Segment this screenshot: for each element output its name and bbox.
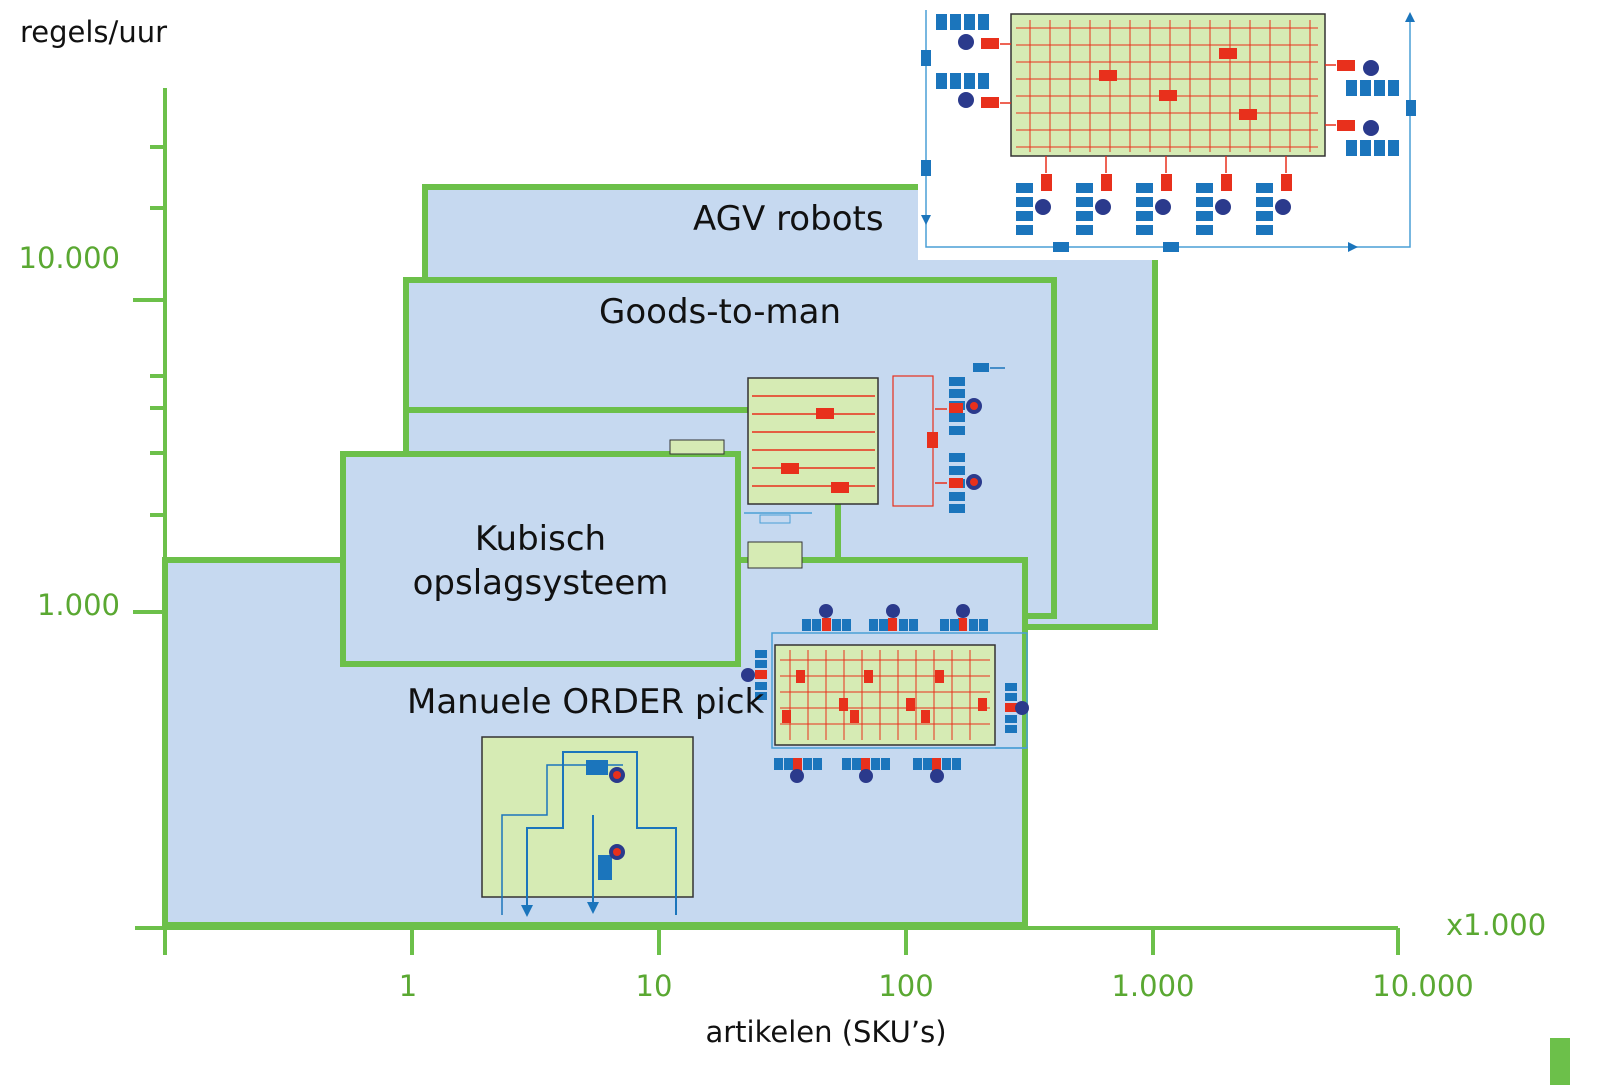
carrier-icon [949,478,963,488]
x-axis-title: artikelen (SKU’s) [705,1015,947,1049]
region-title-kubisch-line2: opslagsysteem [412,563,669,603]
picker-icon [1275,199,1291,215]
picker-icon [956,604,970,618]
x-axis-unit: x1.000 [1446,908,1547,942]
agv-illustration [918,6,1426,260]
region-kubisch-opslagsysteem [340,451,741,667]
picker-icon [1363,60,1379,76]
carrier-icon [781,463,799,474]
axes [133,88,1400,955]
picker-icon [1035,199,1051,215]
x-tick-label: 100 [878,969,934,1003]
picker-icon [819,604,833,618]
picker-icon [886,604,900,618]
x-tick-label: 1 [398,969,418,1003]
slide-corner-marker [1550,1038,1570,1085]
y-axis-title: regels/uur [20,15,167,49]
x-tick-label: 1.000 [1111,969,1195,1003]
carrier-icon [816,408,834,419]
y-tick-label: 10.000 [18,241,120,275]
carrier-icon [949,403,963,413]
manual-pick-illustration [481,736,694,917]
region-title-manuele-order-pick: Manuele ORDER pick [407,685,765,719]
x-tick-label: 10.000 [1372,969,1474,1003]
picker-icon [958,92,974,108]
picker-icon [1095,199,1111,215]
picker-icon [1155,199,1171,215]
region-title-goods-to-man: Goods-to-man [599,292,842,332]
region-title-agv-robots: AGV robots [693,199,884,239]
picker-icon [741,668,755,682]
kubisch-illustration [669,439,812,569]
picker-icon [859,769,873,783]
goods-to-man-illustration [747,363,1005,513]
grid-storage-illustration [741,604,1029,783]
x-tick-label: 10 [635,969,673,1003]
picker-icon [790,769,804,783]
picker-icon [1015,701,1029,715]
picker-icon [930,769,944,783]
picker-icon [958,34,974,50]
picker-icon [1215,199,1231,215]
tote-icon [598,855,612,880]
carrier-icon [831,482,849,493]
y-tick-label: 1.000 [36,588,120,622]
tote-icon [586,760,608,775]
region-title-kubisch-line1: Kubisch [474,519,607,559]
carrier-icon [927,432,938,448]
picker-icon [1363,120,1379,136]
